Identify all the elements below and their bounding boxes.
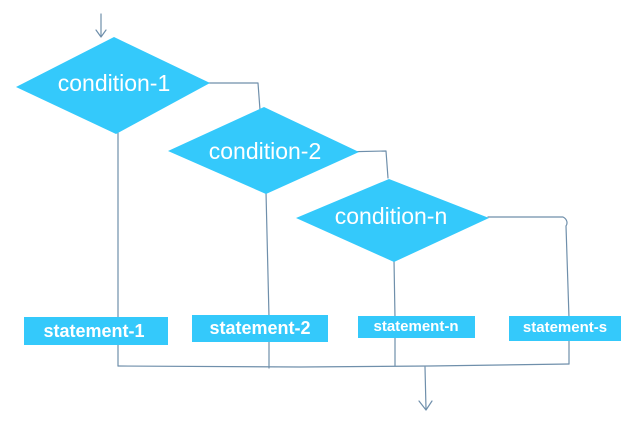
statement-n-box bbox=[358, 316, 475, 338]
exit-arrow bbox=[418, 366, 433, 411]
branch-condition-n-to-statement-n bbox=[393, 259, 396, 319]
condition-n-label: condition-n bbox=[335, 203, 448, 229]
statement-n-label: statement-n bbox=[373, 318, 458, 335]
connector-condition-1-to-condition-2 bbox=[207, 82, 261, 111]
statement-s-node: statement-s bbox=[509, 316, 621, 341]
statement-1-node: statement-1 bbox=[24, 317, 168, 345]
branch-condition-2-to-statement-2 bbox=[265, 191, 270, 318]
statement-2-box bbox=[192, 315, 328, 342]
condition-1-label: condition-1 bbox=[58, 70, 171, 96]
condition-n-diamond bbox=[296, 179, 489, 262]
condition-2-diamond bbox=[168, 107, 359, 194]
statement-s-label: statement-s bbox=[523, 319, 607, 336]
statement-2-node: statement-2 bbox=[192, 315, 328, 342]
condition-1-diamond bbox=[16, 37, 210, 134]
statement-1-box bbox=[24, 317, 168, 345]
connector-condition-n-to-statement-s bbox=[487, 216, 570, 319]
statement-2-label: statement-2 bbox=[209, 318, 310, 338]
statement-s-box bbox=[509, 316, 621, 341]
condition-1-node: condition-1 bbox=[16, 37, 210, 134]
condition-2-label: condition-2 bbox=[209, 138, 322, 164]
merge-line bbox=[117, 363, 570, 368]
statement-n-node: statement-n bbox=[358, 316, 475, 338]
condition-n-node: condition-n bbox=[296, 179, 489, 262]
statement-1-label: statement-1 bbox=[43, 321, 144, 341]
condition-2-node: condition-2 bbox=[168, 107, 359, 194]
entry-arrow bbox=[95, 13, 107, 38]
